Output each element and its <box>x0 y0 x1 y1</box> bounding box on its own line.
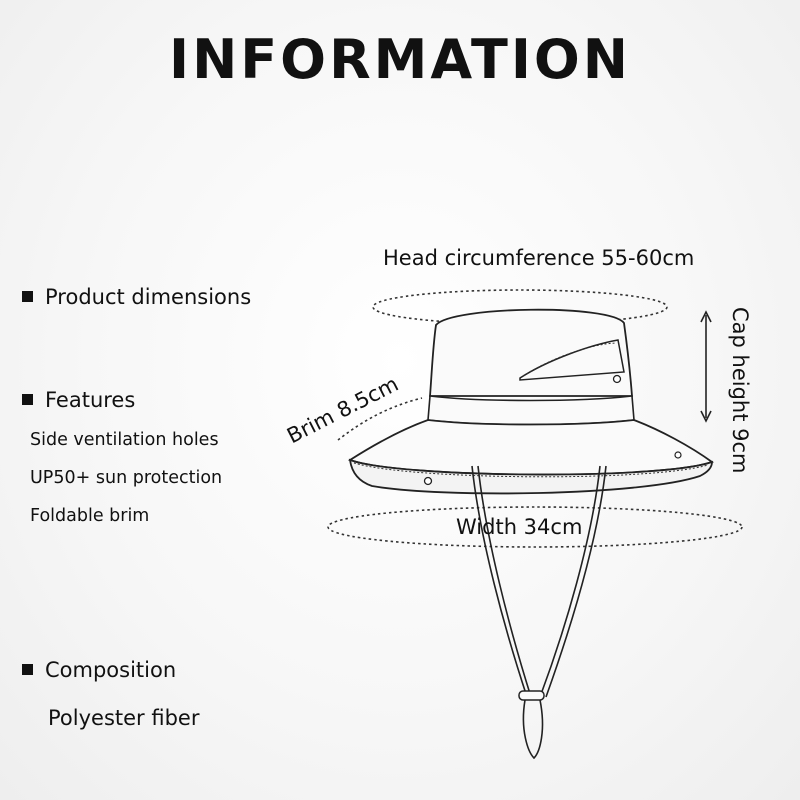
feature-item: Foldable brim <box>30 506 150 526</box>
feature-item: Side ventilation holes <box>30 430 219 450</box>
square-bullet-icon <box>22 664 33 675</box>
section-label-composition: Composition <box>45 658 177 682</box>
brim-grommet-icon <box>674 451 682 459</box>
chin-strap-left <box>471 465 528 698</box>
square-bullet-icon <box>22 394 33 405</box>
chin-strap-right <box>539 465 601 698</box>
vent-grommet-icon <box>612 374 622 384</box>
section-label-features: Features <box>45 388 136 412</box>
composition-value: Polyester fiber <box>48 706 200 730</box>
brim-dashed-arc <box>337 397 423 441</box>
brim-grommet-icon <box>423 476 433 486</box>
section-features: Features <box>22 388 135 412</box>
page-title: INFORMATION <box>168 28 632 91</box>
width-label: Width 34cm <box>456 515 583 539</box>
hat-band <box>427 395 635 426</box>
section-composition: Composition <box>22 658 176 682</box>
strap-loop <box>522 699 544 760</box>
square-bullet-icon <box>22 291 33 302</box>
strap-toggle <box>518 690 545 701</box>
section-product-dimensions: Product dimensions <box>22 285 251 309</box>
head-circumference-label: Head circumference 55-60cm <box>383 246 695 270</box>
section-label-dimensions: Product dimensions <box>45 285 252 309</box>
feature-item: UP50+ sun protection <box>30 468 223 488</box>
width-dashed-ellipse <box>327 506 743 548</box>
cap-height-label: Cap height 9cm <box>728 307 752 474</box>
hat-brim-top <box>347 419 714 476</box>
